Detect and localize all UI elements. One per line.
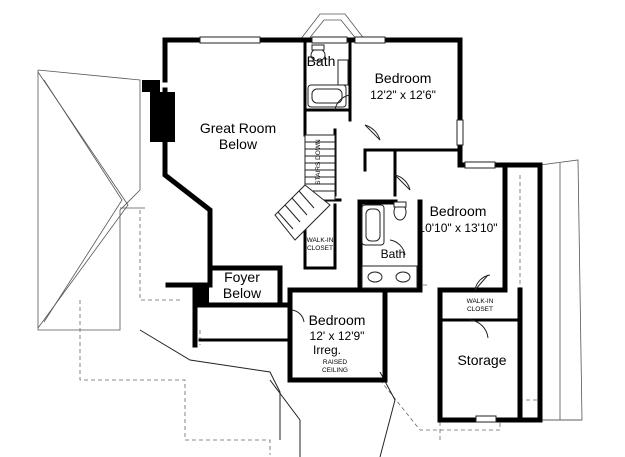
- foyer-column: [195, 285, 209, 305]
- roof-outline-right: [539, 159, 583, 421]
- storage-label: Storage: [457, 352, 506, 368]
- staircase: [274, 134, 336, 241]
- great-room-label: Great Room: [200, 120, 276, 136]
- foyer-label: Foyer: [224, 269, 260, 285]
- bedroom-3-size: 12' x 12'9": [310, 329, 365, 343]
- bedroom-3-label: Bedroom: [309, 312, 366, 328]
- lower-roof-lines: [139, 329, 396, 457]
- fireplace-hearth: [142, 80, 160, 92]
- windows: [199, 36, 497, 423]
- walkin-closet-1-sublabel: CLOSET: [307, 245, 333, 252]
- raised-ceiling-label: RAISED: [323, 359, 348, 366]
- bedroom-1-label: Bedroom: [375, 70, 432, 86]
- bath-lower-label: Bath: [381, 247, 406, 261]
- bedroom-3-note: Irreg.: [313, 343, 341, 357]
- walkin-closet-2-label: WALK-IN: [467, 298, 494, 305]
- great-room-sublabel: Below: [219, 136, 258, 152]
- walkin-closet-1-label: WALK-IN: [307, 237, 334, 244]
- stairs-label: STAIRS DOWN: [315, 139, 322, 185]
- bedroom-1-size: 12'2" x 12'6": [370, 88, 436, 102]
- bath-upper-label: Bath: [307, 53, 336, 69]
- walkin-closet-2-sublabel: CLOSET: [467, 306, 493, 313]
- bedroom-2-label: Bedroom: [430, 203, 487, 219]
- roof-gable-top: [299, 13, 366, 41]
- bedroom-2-size: 10'10" x 13'10": [418, 221, 497, 235]
- raised-ceiling-sublabel: CEILING: [322, 367, 348, 374]
- roof-outline-left: [37, 69, 145, 331]
- lower-bath-fixtures: [361, 201, 418, 289]
- door-swings: [291, 94, 491, 339]
- upper-bath-fixtures: [307, 44, 349, 108]
- interior-walls: [198, 38, 522, 342]
- foyer-sublabel: Below: [223, 285, 262, 301]
- fireplace-block: [150, 92, 175, 142]
